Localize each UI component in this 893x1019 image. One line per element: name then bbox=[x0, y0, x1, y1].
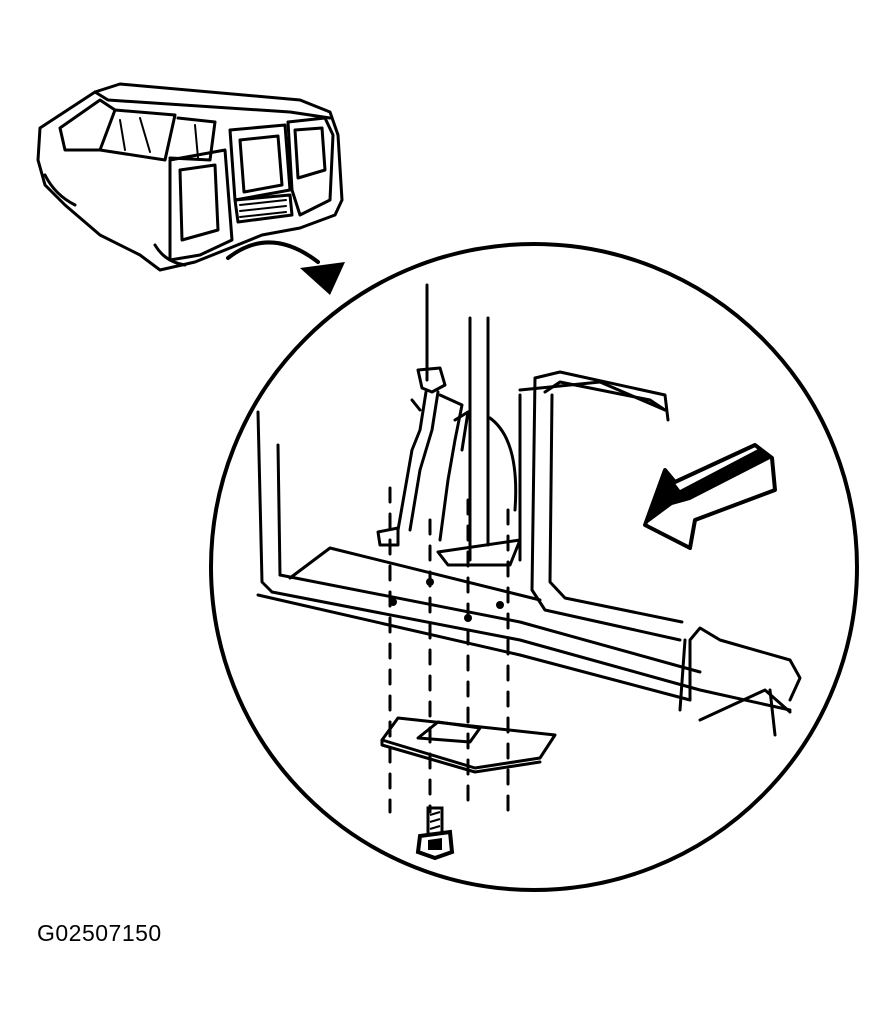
detail-view-circle bbox=[209, 242, 859, 892]
van-illustration bbox=[36, 82, 344, 272]
floor-holes bbox=[389, 578, 504, 622]
bolt bbox=[415, 806, 455, 861]
zoom-arrow bbox=[226, 240, 345, 295]
figure-id-label: G02507150 bbox=[37, 920, 162, 946]
frame-assembly bbox=[256, 283, 802, 737]
view-direction-arrow bbox=[643, 443, 777, 550]
jack-bracket bbox=[376, 366, 522, 567]
stud-guides bbox=[388, 486, 510, 814]
reinforcement-plate bbox=[380, 716, 557, 774]
